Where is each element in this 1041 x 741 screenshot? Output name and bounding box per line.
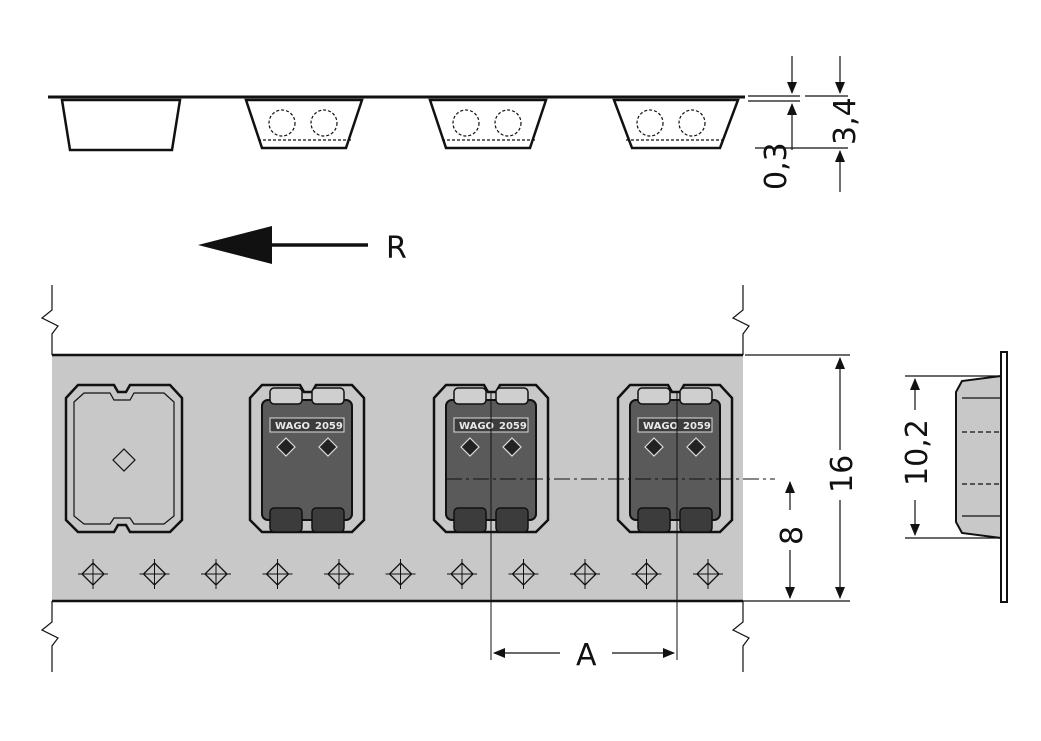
part-number: 2059 [499,421,527,432]
hole-center-dimension: 8 [743,481,810,602]
component-pocket-1: WAGO 2059 [248,383,366,534]
brand-logo: WAGO [275,421,310,432]
filled-pocket-side-2 [428,98,548,150]
sprocket-hole [139,559,170,589]
side-view-top: 0,3 3,4 [48,56,863,192]
pitch-dimension: A [493,638,675,673]
part-number: 2059 [315,421,343,432]
sprocket-hole [262,559,293,589]
sprocket-hole [385,559,416,589]
sprocket-hole [508,559,539,589]
tape-width-dimension: 16 [745,354,860,602]
sprocket-hole [447,559,477,589]
empty-pocket [64,383,184,534]
brand-logo: WAGO [643,421,678,432]
break-mark-left-top [40,285,59,355]
tape-top-view: WAGO 2059 WAGO 2059 WAGO [40,285,860,673]
break-mark-right-bottom [731,601,750,672]
filled-pocket-side-1 [244,98,364,150]
sprocket-hole [631,559,662,589]
sprocket-hole [693,559,723,589]
sprocket-hole [78,559,108,589]
sprocket-hole [324,559,354,589]
side-view-right: 10,2 [900,351,1008,603]
sprocket-hole [201,559,231,589]
break-mark-left-bottom [40,601,59,672]
total-height-label: 3,4 [828,97,863,145]
sprocket-holes [78,559,723,589]
brand-logo: WAGO [459,421,494,432]
thickness-dimension: 0,3 [748,56,800,190]
sprocket-hole [570,559,600,589]
filled-pocket-side-3 [612,98,740,150]
component-width-label: 10,2 [900,419,935,486]
direction-arrow: R [198,226,407,266]
pitch-label: A [576,638,597,673]
direction-label: R [386,231,407,266]
hole-center-label: 8 [775,526,810,545]
component-width-dimension: 10,2 [900,375,1001,539]
height-dimension: 3,4 [755,56,863,192]
break-mark-right-top [731,285,750,355]
part-number: 2059 [683,421,711,432]
tape-thickness-label: 0,3 [759,142,794,190]
tape-width-label: 16 [825,455,860,493]
empty-pocket-side [60,98,182,152]
component-profile [955,374,1002,540]
pocket-marker [112,448,136,472]
component-pocket-3: WAGO 2059 [616,383,734,534]
